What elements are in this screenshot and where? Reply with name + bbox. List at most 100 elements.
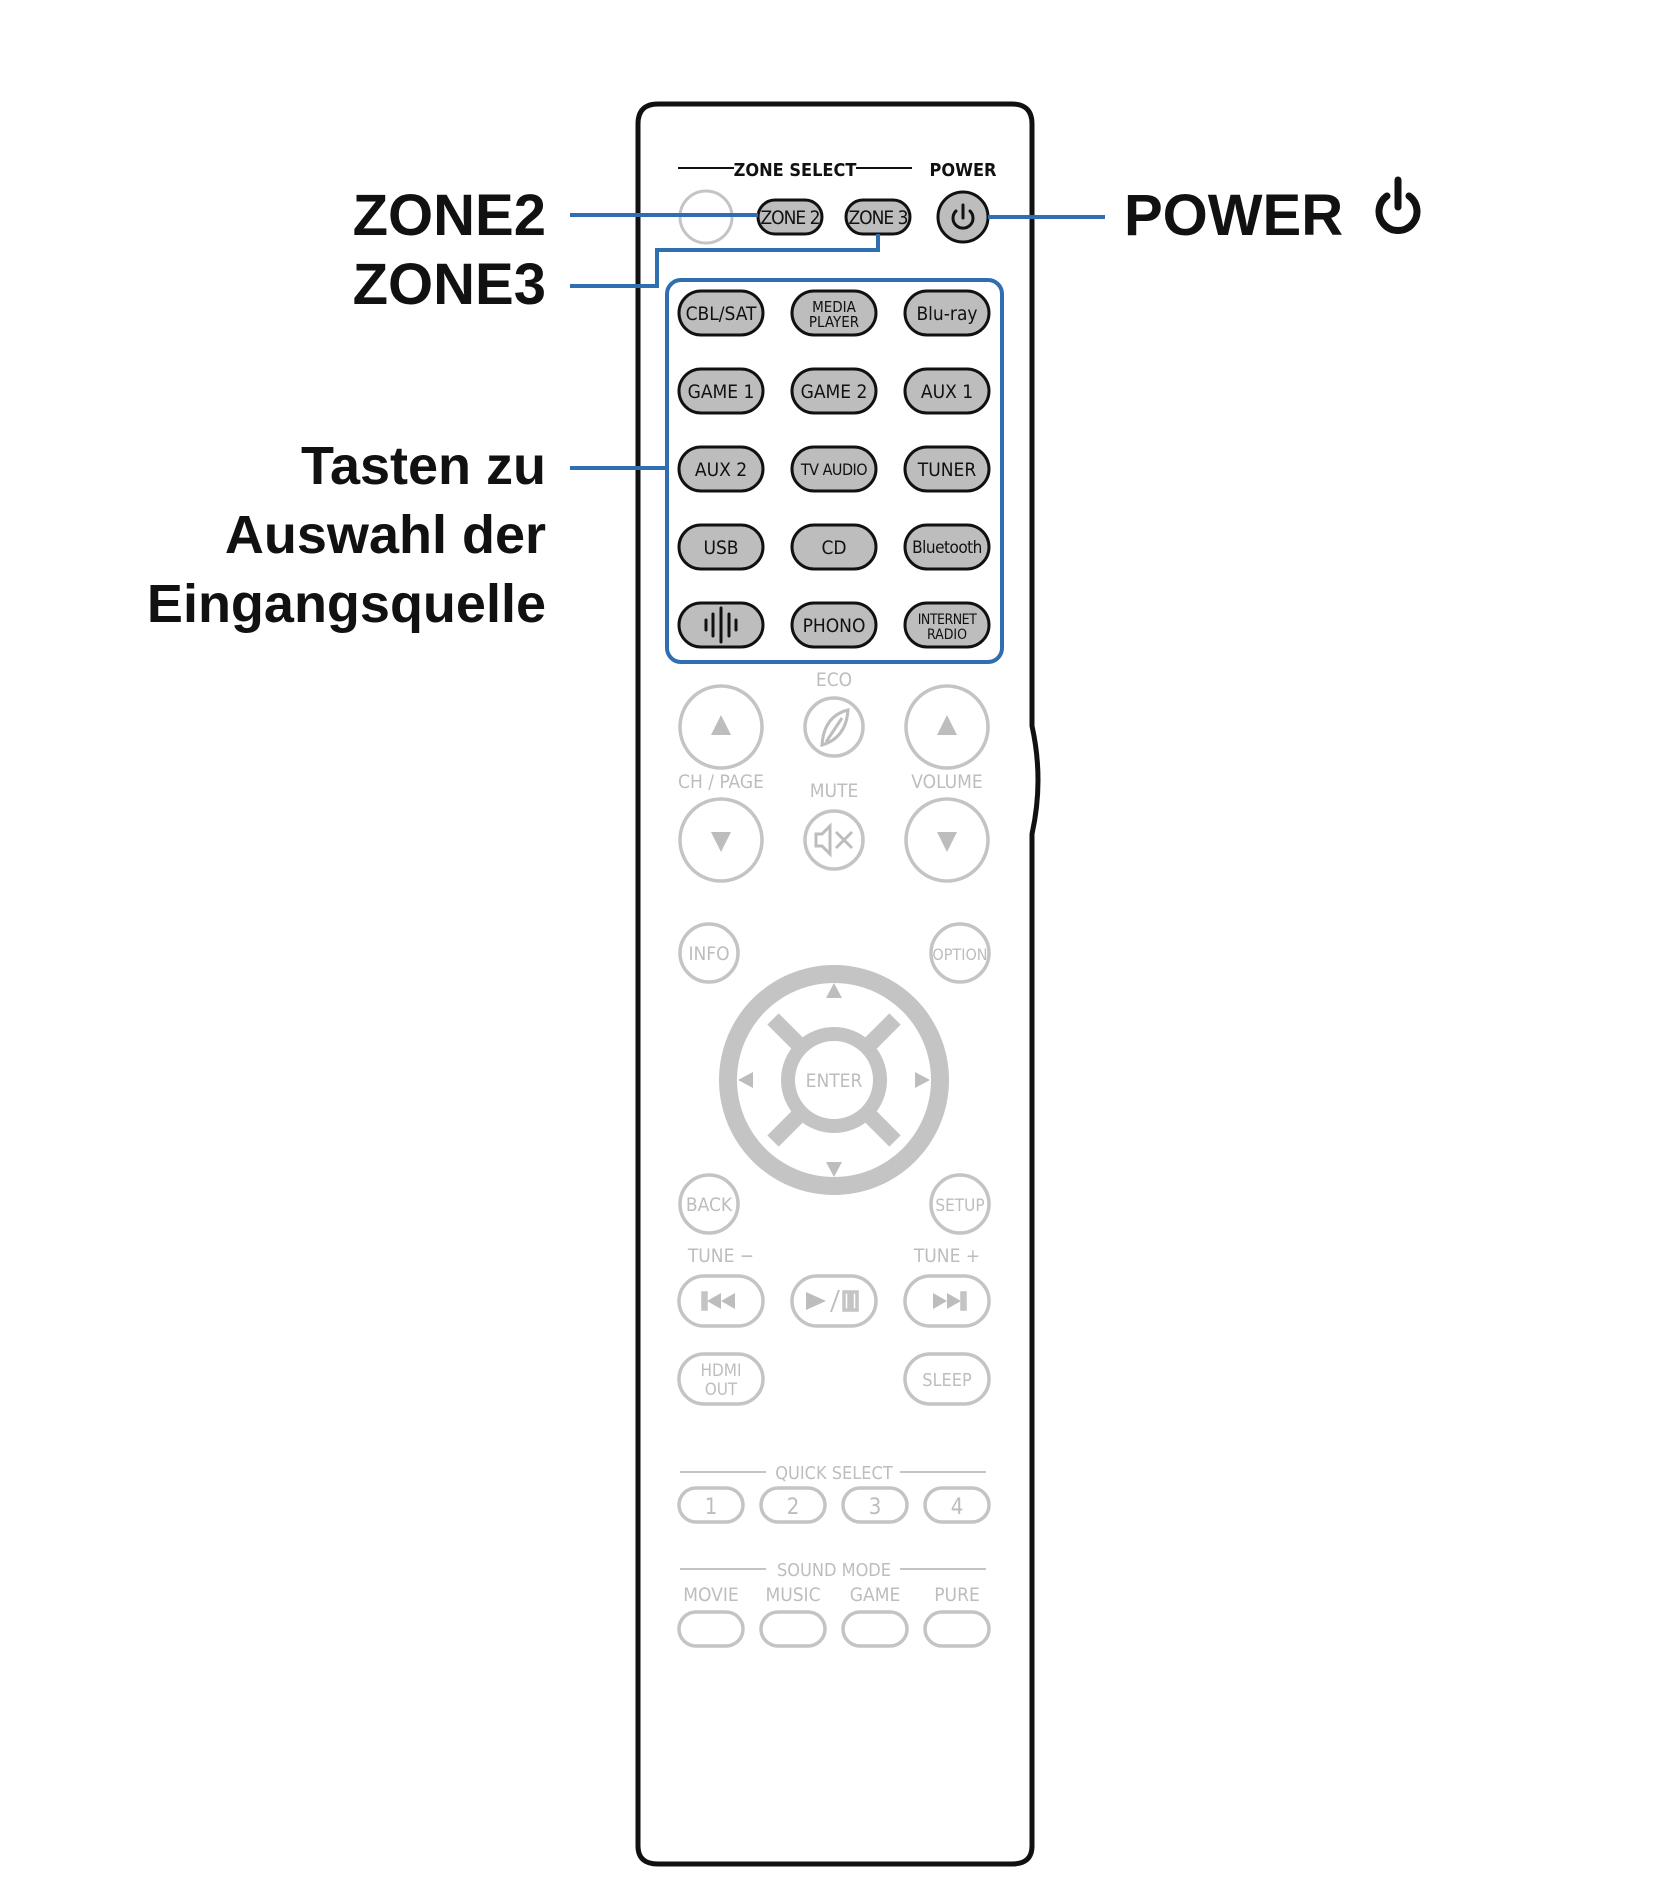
internet-radio-button[interactable]: INTERNET RADIO <box>903 601 991 649</box>
media-player-button[interactable]: MEDIA PLAYER <box>790 289 878 337</box>
volume-down-button[interactable] <box>904 797 990 883</box>
svg-text:HDMI: HDMI <box>701 1361 742 1381</box>
triangle-up-icon <box>937 715 957 735</box>
aux1-button[interactable]: AUX 1 <box>903 367 991 415</box>
svg-text:GAME 2: GAME 2 <box>801 381 868 403</box>
game-label: GAME <box>850 1584 901 1606</box>
ch-page-down-button[interactable] <box>678 797 764 883</box>
svg-text:CBL/SAT: CBL/SAT <box>686 303 757 325</box>
svg-text:INFO: INFO <box>688 943 729 965</box>
svg-text:BACK: BACK <box>686 1194 733 1216</box>
zone3-callout: ZONE3 <box>353 252 546 317</box>
pure-label: PURE <box>934 1584 980 1606</box>
input-source-highlight <box>665 278 1004 664</box>
tune-plus-label: TUNE + <box>913 1245 980 1267</box>
play-pause-button[interactable] <box>790 1274 878 1328</box>
game2-button[interactable]: GAME 2 <box>790 367 878 415</box>
sleep-button[interactable]: SLEEP <box>903 1352 991 1406</box>
heos-button[interactable] <box>677 601 765 649</box>
leaf-icon <box>820 708 850 748</box>
svg-text:SLEEP: SLEEP <box>922 1370 972 1391</box>
mute-button[interactable] <box>803 809 865 871</box>
cbl-sat-button[interactable]: CBL/SAT <box>677 289 765 337</box>
svg-text:TV AUDIO: TV AUDIO <box>800 460 867 479</box>
aux2-button[interactable]: AUX 2 <box>677 445 765 493</box>
bluetooth-button[interactable]: Bluetooth <box>903 523 991 571</box>
svg-text:PLAYER: PLAYER <box>809 313 859 331</box>
svg-text:Blu-ray: Blu-ray <box>916 303 977 325</box>
quick-select-4-button[interactable]: 4 <box>923 1486 991 1524</box>
triangle-up-icon <box>711 715 731 735</box>
svg-text:Bluetooth: Bluetooth <box>912 538 982 558</box>
input-callout-line1: Tasten zu <box>301 436 546 496</box>
directional-pad: ENTER <box>719 965 949 1195</box>
sound-mode-label: SOUND MODE <box>777 1560 891 1581</box>
cd-button[interactable]: CD <box>790 523 878 571</box>
tuner-button[interactable]: TUNER <box>903 445 991 493</box>
skip-forward-button[interactable] <box>903 1274 991 1328</box>
info-button[interactable]: INFO <box>678 922 740 984</box>
tune-minus-label: TUNE − <box>687 1245 754 1267</box>
quick-select-2-button[interactable]: 2 <box>759 1486 827 1524</box>
music-label: MUSIC <box>765 1584 820 1606</box>
svg-text:4: 4 <box>951 1495 964 1520</box>
tv-audio-button[interactable]: TV AUDIO <box>790 445 878 493</box>
play-pause-icon <box>806 1290 859 1312</box>
ch-page-up-button[interactable] <box>678 684 764 770</box>
usb-button[interactable]: USB <box>677 523 765 571</box>
enter-button[interactable] <box>781 1027 887 1133</box>
setup-button[interactable]: SETUP <box>929 1173 991 1235</box>
svg-text:ZONE 3: ZONE 3 <box>848 207 907 229</box>
arrow-up-icon[interactable] <box>826 983 842 998</box>
svg-text:ZONE 2: ZONE 2 <box>760 207 819 229</box>
svg-text:AUX 1: AUX 1 <box>921 381 973 403</box>
arrow-down-icon[interactable] <box>826 1162 842 1177</box>
eco-button[interactable] <box>803 696 865 758</box>
movie-button[interactable] <box>677 1610 745 1648</box>
svg-text:1: 1 <box>705 1495 718 1520</box>
quick-select-label: QUICK SELECT <box>775 1463 893 1484</box>
volume-up-button[interactable] <box>904 684 990 770</box>
svg-text:2: 2 <box>787 1495 800 1520</box>
option-button[interactable]: OPTION <box>929 922 991 984</box>
svg-text:TUNER: TUNER <box>917 459 977 481</box>
svg-text:3: 3 <box>869 1495 882 1520</box>
svg-text:AUX 2: AUX 2 <box>695 459 747 481</box>
zone2-button[interactable]: ZONE 2 <box>756 198 824 236</box>
svg-text:SETUP: SETUP <box>935 1196 984 1216</box>
skip-back-icon <box>701 1291 735 1311</box>
triangle-down-icon <box>711 832 731 852</box>
svg-text:MEDIA: MEDIA <box>812 298 857 316</box>
quick-select-3-button[interactable]: 3 <box>841 1486 909 1524</box>
game1-button[interactable]: GAME 1 <box>677 367 765 415</box>
skip-back-button[interactable] <box>677 1274 765 1328</box>
svg-text:USB: USB <box>703 537 738 559</box>
svg-text:CD: CD <box>821 537 846 559</box>
mute-label: MUTE <box>810 780 859 802</box>
quick-select-1-button[interactable]: 1 <box>677 1486 745 1524</box>
ch-page-label: CH / PAGE <box>678 771 764 793</box>
heos-icon <box>704 606 738 644</box>
music-button[interactable] <box>759 1610 827 1648</box>
pure-button[interactable] <box>923 1610 991 1648</box>
hdmi-out-button[interactable]: HDMI OUT <box>677 1352 765 1406</box>
power-callout: POWER <box>1124 183 1343 248</box>
back-button[interactable]: BACK <box>678 1173 740 1235</box>
power-button[interactable] <box>936 190 990 244</box>
svg-text:INTERNET: INTERNET <box>918 612 977 628</box>
input-callout-line2: Auswahl der <box>225 505 546 565</box>
game-button[interactable] <box>841 1610 909 1648</box>
phono-button[interactable]: PHONO <box>790 601 878 649</box>
zone3-button[interactable]: ZONE 3 <box>844 198 912 236</box>
svg-text:OUT: OUT <box>705 1380 738 1400</box>
skip-forward-icon <box>933 1291 967 1311</box>
power-callout-icon <box>1375 176 1421 234</box>
arrow-left-icon[interactable] <box>738 1072 753 1088</box>
input-callout-line3: Eingangsquelle <box>147 574 546 634</box>
arrow-right-icon[interactable] <box>915 1072 930 1088</box>
svg-text:RADIO: RADIO <box>927 627 967 643</box>
speaker-mute-icon <box>814 822 854 858</box>
zone-select-label: ZONE SELECT <box>734 160 857 181</box>
bluray-button[interactable]: Blu-ray <box>903 289 991 337</box>
